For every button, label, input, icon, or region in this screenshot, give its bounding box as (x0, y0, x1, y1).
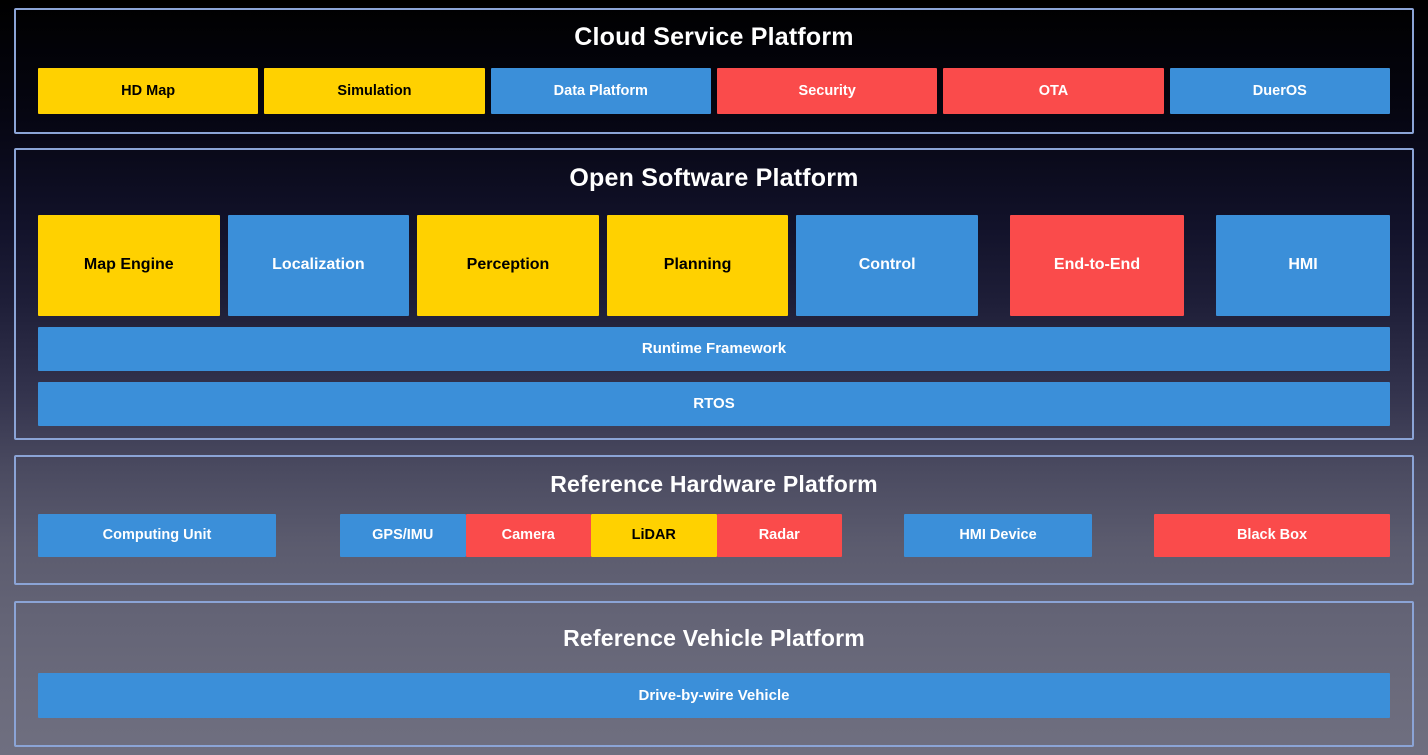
reference-vehicle-platform-title: Reference Vehicle Platform (563, 625, 865, 651)
software-row-spacer-right (1184, 215, 1216, 316)
reference-hardware-platform-title: Reference Hardware Platform (550, 471, 878, 497)
hardware-item-computing-unit[interactable]: Computing Unit (38, 514, 276, 557)
software-modules-row: Map Engine Localization Perception Plann… (38, 215, 1390, 316)
open-software-platform-panel: Open Software Platform Map Engine Locali… (14, 148, 1414, 440)
hardware-item-hmi-device[interactable]: HMI Device (904, 514, 1092, 557)
cloud-service-items-row: HD Map Simulation Data Platform Security… (38, 68, 1390, 114)
software-module-perception[interactable]: Perception (417, 215, 599, 316)
cloud-service-platform-panel: Cloud Service Platform HD Map Simulation… (14, 8, 1414, 134)
vehicle-bar-drive-by-wire[interactable]: Drive-by-wire Vehicle (38, 673, 1390, 718)
reference-vehicle-platform-panel: Reference Vehicle Platform Drive-by-wire… (14, 601, 1414, 747)
software-module-end-to-end[interactable]: End-to-End (1010, 215, 1184, 316)
hardware-sensor-lidar[interactable]: LiDAR (591, 514, 717, 557)
software-module-hmi[interactable]: HMI (1216, 215, 1390, 316)
software-core-modules-cluster: Map Engine Localization Perception Plann… (38, 215, 978, 316)
reference-hardware-platform-panel: Reference Hardware Platform Computing Un… (14, 455, 1414, 585)
software-row-spacer-left (978, 215, 1010, 316)
software-module-control[interactable]: Control (796, 215, 978, 316)
cloud-item-data-platform[interactable]: Data Platform (490, 68, 711, 114)
software-bar-rtos[interactable]: RTOS (38, 382, 1390, 426)
software-module-localization[interactable]: Localization (227, 215, 410, 316)
software-bar-runtime-framework[interactable]: Runtime Framework (38, 327, 1390, 371)
cloud-item-simulation[interactable]: Simulation (264, 68, 485, 114)
hardware-items-row: Computing Unit GPS/IMU Camera LiDAR Rada… (38, 514, 1390, 557)
cloud-item-dueros[interactable]: DuerOS (1169, 68, 1390, 114)
cloud-service-platform-title: Cloud Service Platform (574, 23, 854, 51)
hardware-sensor-radar[interactable]: Radar (716, 514, 842, 557)
hardware-sensor-gps-imu[interactable]: GPS/IMU (340, 514, 466, 557)
cloud-item-security[interactable]: Security (716, 68, 938, 114)
software-module-planning[interactable]: Planning (606, 215, 789, 316)
hardware-item-black-box[interactable]: Black Box (1154, 514, 1390, 557)
cloud-item-hd-map[interactable]: HD Map (38, 68, 259, 114)
hardware-sensor-camera[interactable]: Camera (465, 514, 591, 557)
open-software-platform-title: Open Software Platform (569, 164, 859, 192)
software-module-map-engine[interactable]: Map Engine (38, 215, 220, 316)
hardware-sensor-group: GPS/IMU Camera LiDAR Radar (340, 514, 842, 557)
cloud-item-ota[interactable]: OTA (943, 68, 1164, 114)
